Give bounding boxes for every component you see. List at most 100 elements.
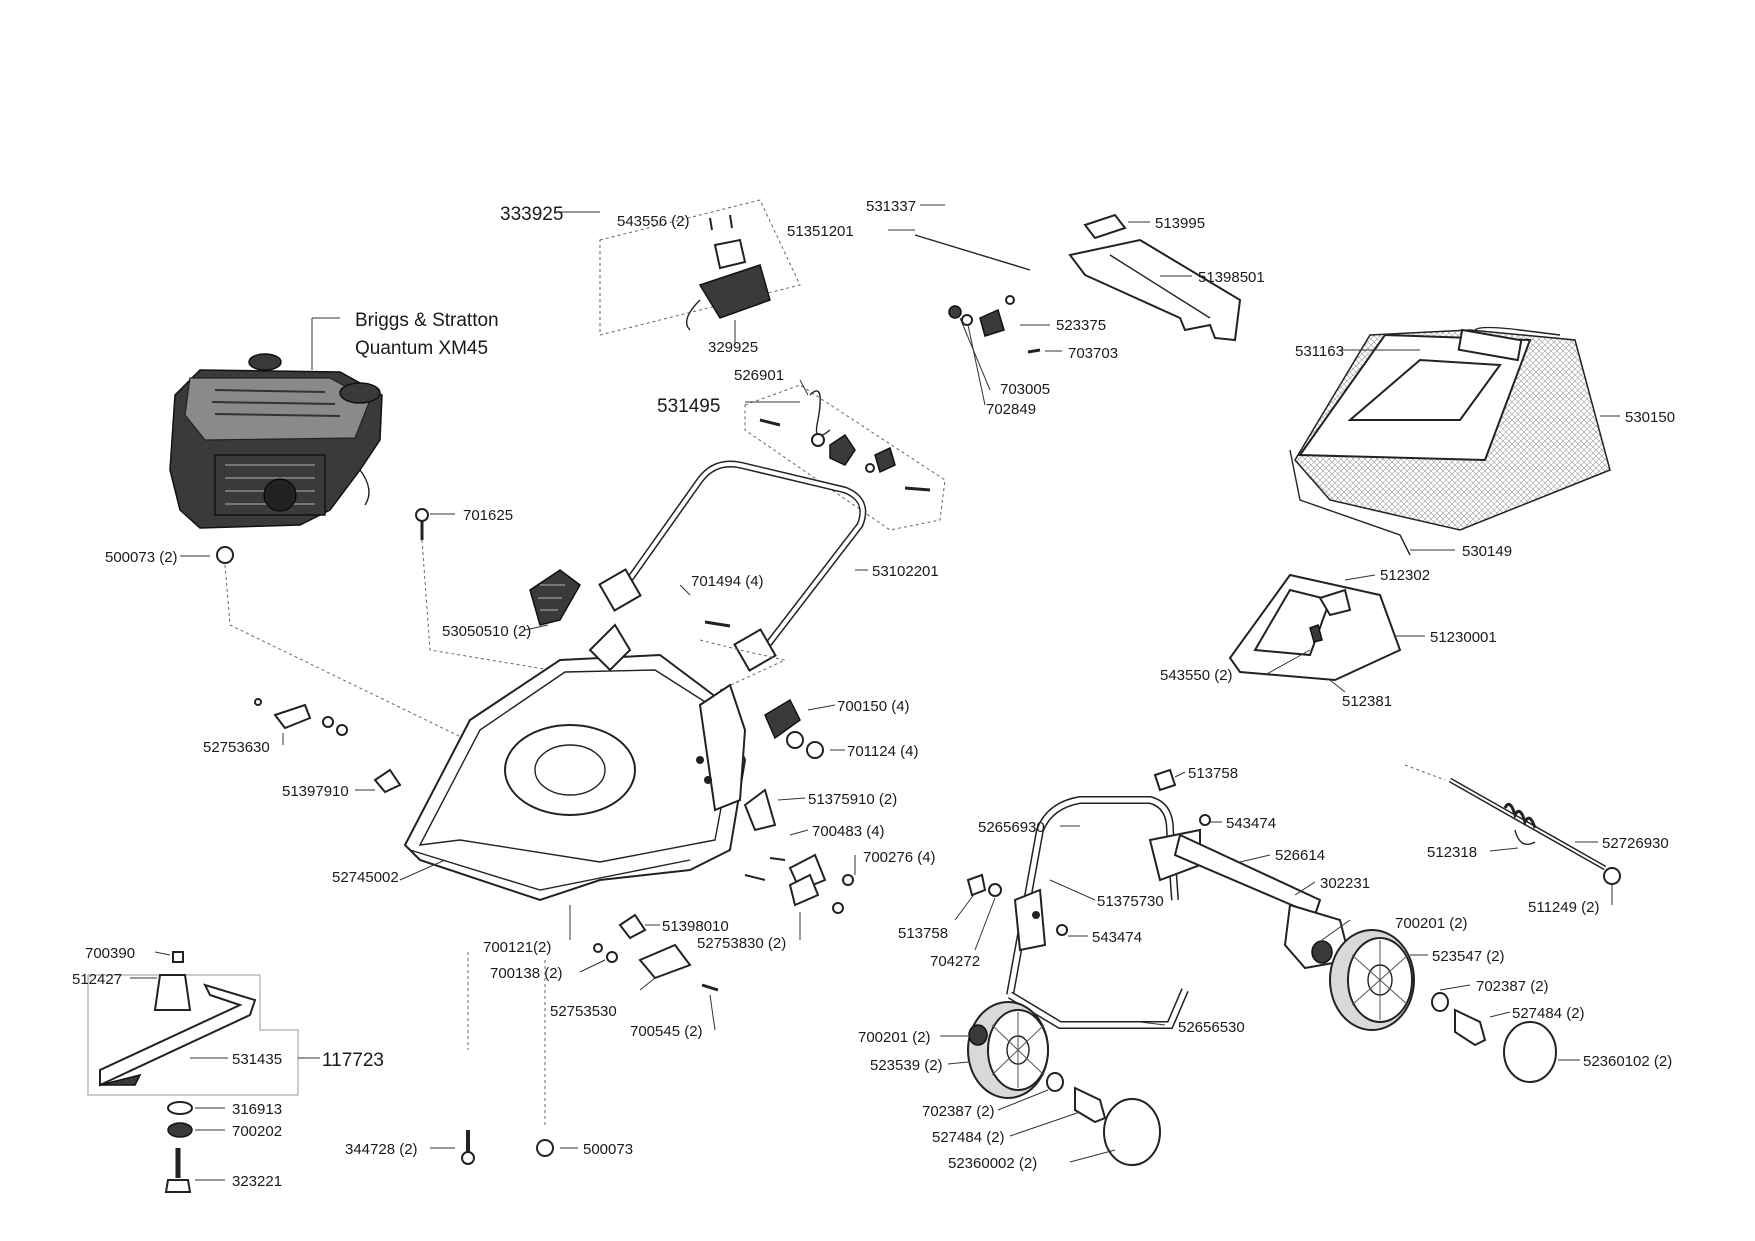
part-302231: 302231 [1320, 875, 1370, 892]
part-51397910: 51397910 [282, 783, 349, 800]
throttle-kit-outline [599, 199, 801, 336]
part-52656930: 52656930 [978, 819, 1045, 836]
part-530149: 530149 [1462, 543, 1512, 560]
part-513758-bottom: 513758 [898, 925, 948, 942]
part-323221: 323221 [232, 1173, 282, 1190]
part-329925: 329925 [708, 339, 758, 356]
rear-rod [1448, 777, 1621, 885]
axle-clamps [743, 698, 824, 832]
part-52753630: 52753630 [203, 739, 270, 756]
mower-deck [403, 623, 747, 902]
part-513995: 513995 [1155, 215, 1205, 232]
blade-kit-outline [87, 974, 299, 1096]
clip-52753530 [638, 943, 692, 980]
part-543550: 543550 (2) [1160, 667, 1233, 684]
part-701625: 701625 [463, 507, 513, 524]
part-52360102: 52360102 (2) [1583, 1053, 1672, 1070]
nut-500073-engine [216, 546, 234, 564]
part-52726930: 52726930 [1602, 835, 1669, 852]
engine-illustration [169, 353, 383, 529]
part-500073-engine: 500073 (2) [105, 549, 178, 566]
handle-fixings [948, 295, 1041, 354]
part-527484-left: 527484 (2) [932, 1129, 1005, 1146]
part-523375: 523375 [1056, 317, 1106, 334]
part-52753530: 52753530 [550, 1003, 617, 1020]
part-512427: 512427 [72, 971, 122, 988]
height-adjust-axle [1006, 768, 1352, 1029]
guide-500073 [224, 564, 561, 786]
part-512302: 512302 [1380, 567, 1430, 584]
part-52753830: 52753830 (2) [697, 935, 786, 952]
part-700202: 700202 [232, 1123, 282, 1140]
part-700201-right: 700201 (2) [1395, 915, 1468, 932]
part-500073: 500073 [583, 1141, 633, 1158]
part-704272: 704272 [930, 953, 980, 970]
blade-assembly [99, 951, 257, 1193]
part-531163: 531163 [1295, 343, 1344, 360]
mulching-plug [1228, 573, 1402, 682]
rear-wheel [1311, 929, 1557, 1083]
part-703005: 703005 [1000, 381, 1050, 398]
part-526614: 526614 [1275, 847, 1325, 864]
part-526901: 526901 [734, 367, 784, 384]
height-adjust-lever [529, 569, 581, 626]
part-701494: 701494 (4) [691, 573, 764, 590]
bushing-51398010 [618, 913, 647, 940]
part-511249: 511249 (2) [1528, 899, 1599, 916]
part-523539: 523539 (2) [870, 1057, 943, 1074]
part-702387-right: 702387 (2) [1476, 978, 1549, 995]
part-344728: 344728 (2) [345, 1141, 418, 1158]
part-543474-bottom: 543474 [1092, 929, 1142, 946]
part-700121: 700121(2) [483, 939, 551, 956]
part-52745002: 52745002 [332, 869, 399, 886]
lower-handle [598, 460, 867, 672]
part-530150: 530150 [1625, 409, 1675, 426]
part-512318: 512318 [1427, 844, 1477, 861]
grass-catcher [1289, 326, 1611, 556]
front-wheel [967, 1001, 1161, 1166]
part-700483: 700483 (4) [812, 823, 885, 840]
part-527484-right: 527484 (2) [1512, 1005, 1585, 1022]
part-51230001: 51230001 [1430, 629, 1497, 646]
throttle-control [686, 214, 771, 331]
part-117723: 117723 [322, 1050, 384, 1071]
part-53050510: 53050510 (2) [442, 623, 531, 640]
part-52656530: 52656530 [1178, 1019, 1245, 1036]
part-531337: 531337 [866, 198, 916, 215]
part-512381: 512381 [1342, 693, 1392, 710]
bushing-51397910 [373, 768, 402, 794]
part-51398010: 51398010 [662, 918, 729, 935]
part-543474-top: 543474 [1226, 815, 1276, 832]
part-531435: 531435 [232, 1051, 282, 1068]
part-703703: 703703 [1068, 345, 1118, 362]
engine-brand-label: Briggs & Stratton [355, 310, 499, 331]
part-701124: 701124 (4) [847, 743, 918, 760]
part-51351201: 51351201 [787, 223, 854, 240]
part-51375910: 51375910 (2) [808, 791, 897, 808]
part-700276: 700276 (4) [863, 849, 936, 866]
rear-flap-clip-52753630 [254, 698, 348, 736]
part-702387-left: 702387 (2) [922, 1103, 995, 1120]
washer-704272 [988, 883, 1002, 897]
rear-clip-52753830 [744, 853, 854, 914]
part-51375730: 51375730 [1097, 893, 1164, 910]
part-543556: 543556 (2) [617, 213, 690, 230]
part-531495: 531495 [657, 396, 720, 417]
nut-500073 [536, 1139, 554, 1157]
part-51398501: 51398501 [1198, 269, 1265, 286]
engine-model-label: Quantum XM45 [355, 338, 488, 359]
part-316913: 316913 [232, 1101, 282, 1118]
part-700138: 700138 (2) [490, 965, 563, 982]
part-523547: 523547 (2) [1432, 948, 1505, 965]
guide-rear-rod [1404, 764, 1446, 781]
handle-knob-kit-outline [744, 384, 946, 531]
part-700201-left: 700201 (2) [858, 1029, 931, 1046]
bolt-513758 [966, 873, 987, 897]
guide-701625 [421, 539, 626, 761]
part-52360002: 52360002 (2) [948, 1155, 1037, 1172]
part-333925: 333925 [500, 204, 563, 225]
part-700545: 700545 (2) [630, 1023, 703, 1040]
part-53102201: 53102201 [872, 563, 939, 580]
part-702849: 702849 [986, 401, 1036, 418]
